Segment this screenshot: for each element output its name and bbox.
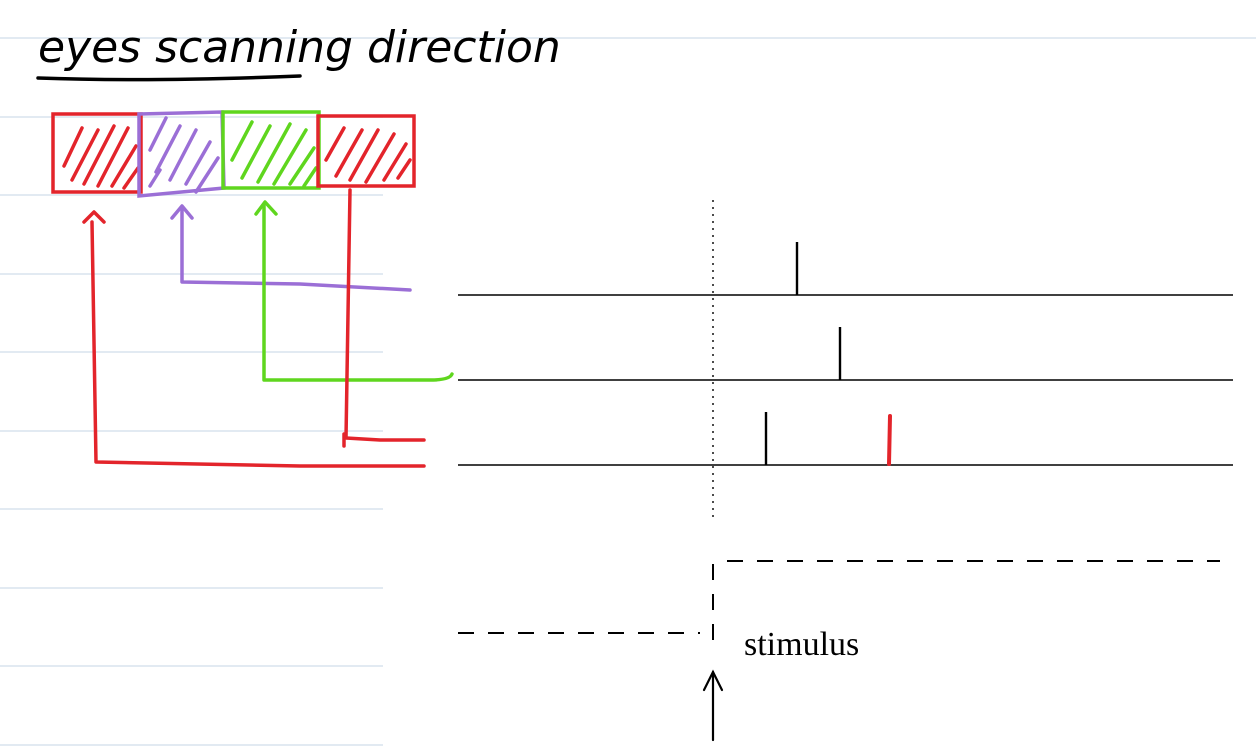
- spikes: [764, 242, 892, 466]
- trace-3-spike-red: [887, 414, 892, 466]
- red-connector-inner: [342, 188, 426, 448]
- hatched-box-2: [137, 110, 226, 198]
- hatched-box-3: [221, 110, 321, 190]
- handwritten-title: eyes scanning direction: [38, 22, 561, 73]
- green-connector: [254, 200, 454, 382]
- hatched-box-4: [316, 114, 416, 188]
- stimulus-arrow: [702, 669, 724, 742]
- hatched-box-1: [51, 112, 143, 194]
- purple-connector: [170, 204, 412, 292]
- stimulus-step: [458, 560, 1220, 640]
- red-connector-outer: [82, 210, 426, 468]
- spike-traces: [458, 294, 1233, 466]
- title-underline: [36, 74, 302, 82]
- notebook-ruled-lines: [0, 37, 1256, 746]
- stimulus-label: stimulus: [744, 626, 859, 663]
